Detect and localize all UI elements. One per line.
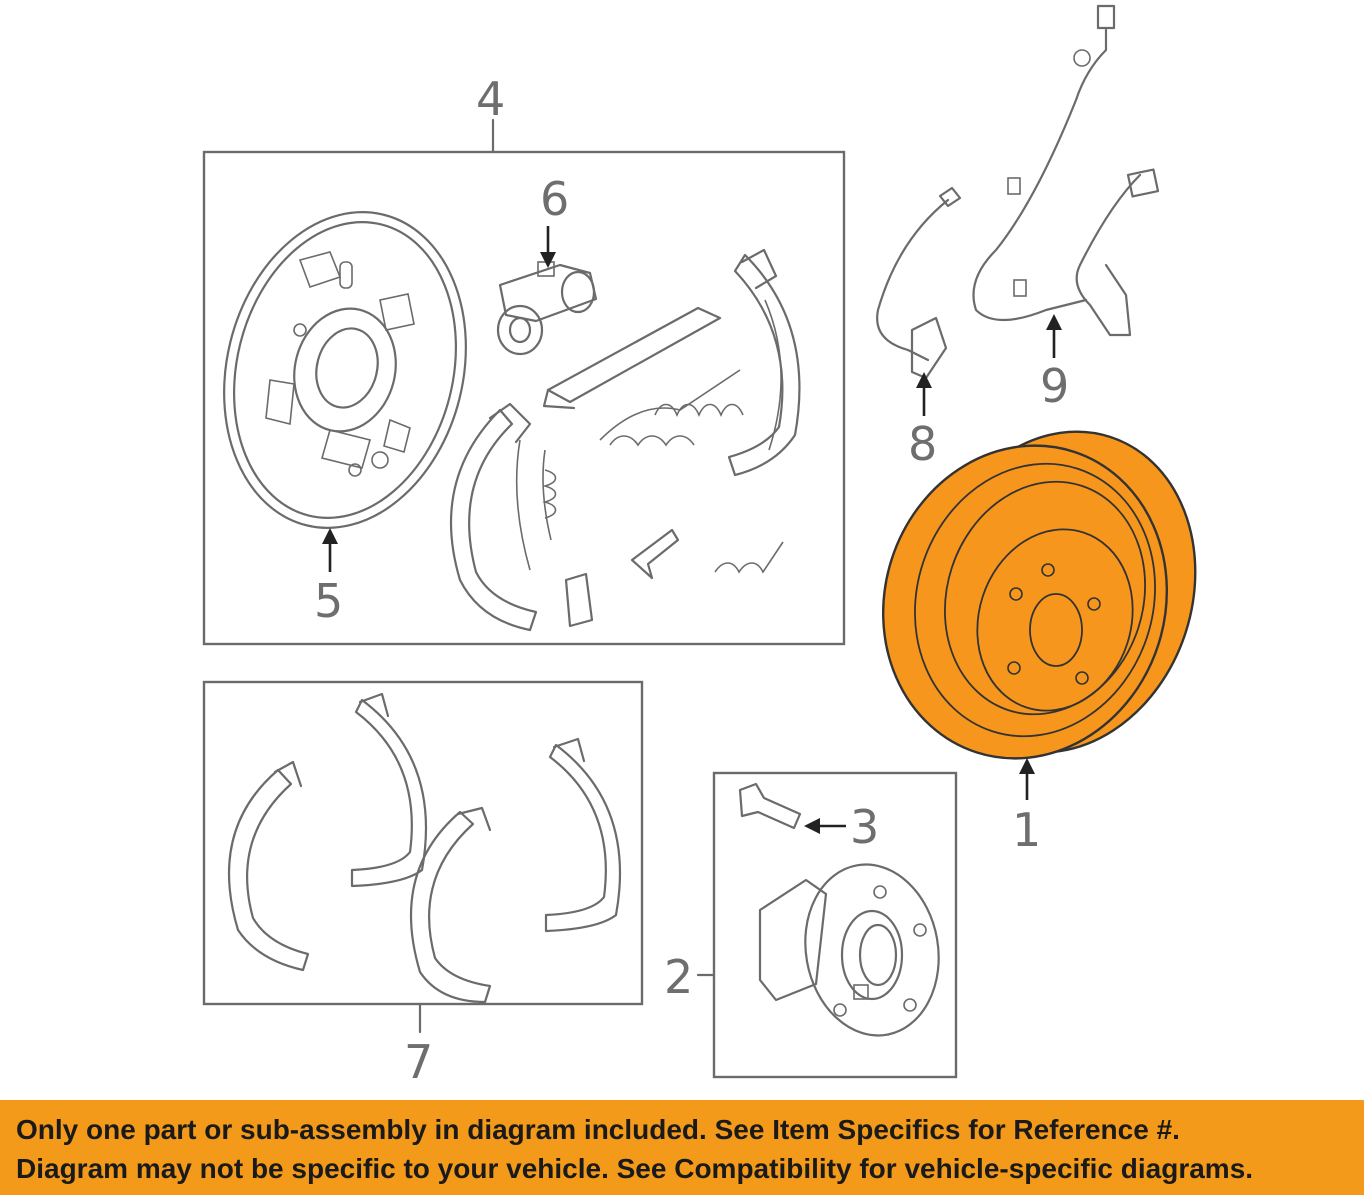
- adjuster-springs-icon: [542, 306, 784, 628]
- brake-drum-icon: [881, 430, 1197, 760]
- callout-6: 6: [540, 172, 569, 226]
- callout-2: 2: [664, 950, 693, 1004]
- parts-diagram: 4 5 6: [202, 4, 1197, 1089]
- disclaimer-banner: Only one part or sub-assembly in diagram…: [0, 1100, 1364, 1195]
- assembly-box-4: [202, 150, 846, 646]
- abs-sensor-icon: [972, 4, 1160, 337]
- wheel-cylinder-icon: [496, 261, 598, 356]
- brake-shoe-right-icon: [727, 248, 801, 477]
- callout-7: 7: [404, 1035, 433, 1089]
- wheel-stud-icon: [738, 782, 802, 830]
- brake-hose-icon: [876, 186, 962, 380]
- backing-plate-icon: [223, 211, 467, 529]
- brake-shoe-left-icon: [449, 402, 538, 632]
- hub-bearing-icon: [758, 863, 940, 1037]
- banner-line-1: Only one part or sub-assembly in diagram…: [16, 1114, 1180, 1145]
- callout-1: 1: [1012, 803, 1041, 857]
- callout-9: 9: [1040, 359, 1069, 413]
- callout-4: 4: [476, 72, 505, 126]
- callout-3: 3: [850, 800, 879, 854]
- assembly-box-2: [712, 771, 958, 1079]
- callout-5: 5: [314, 574, 343, 628]
- assembly-box-7: [202, 680, 644, 1006]
- callout-8: 8: [908, 417, 937, 471]
- shoe-set-icon: [227, 692, 622, 1004]
- banner-line-2: Diagram may not be specific to your vehi…: [16, 1153, 1254, 1184]
